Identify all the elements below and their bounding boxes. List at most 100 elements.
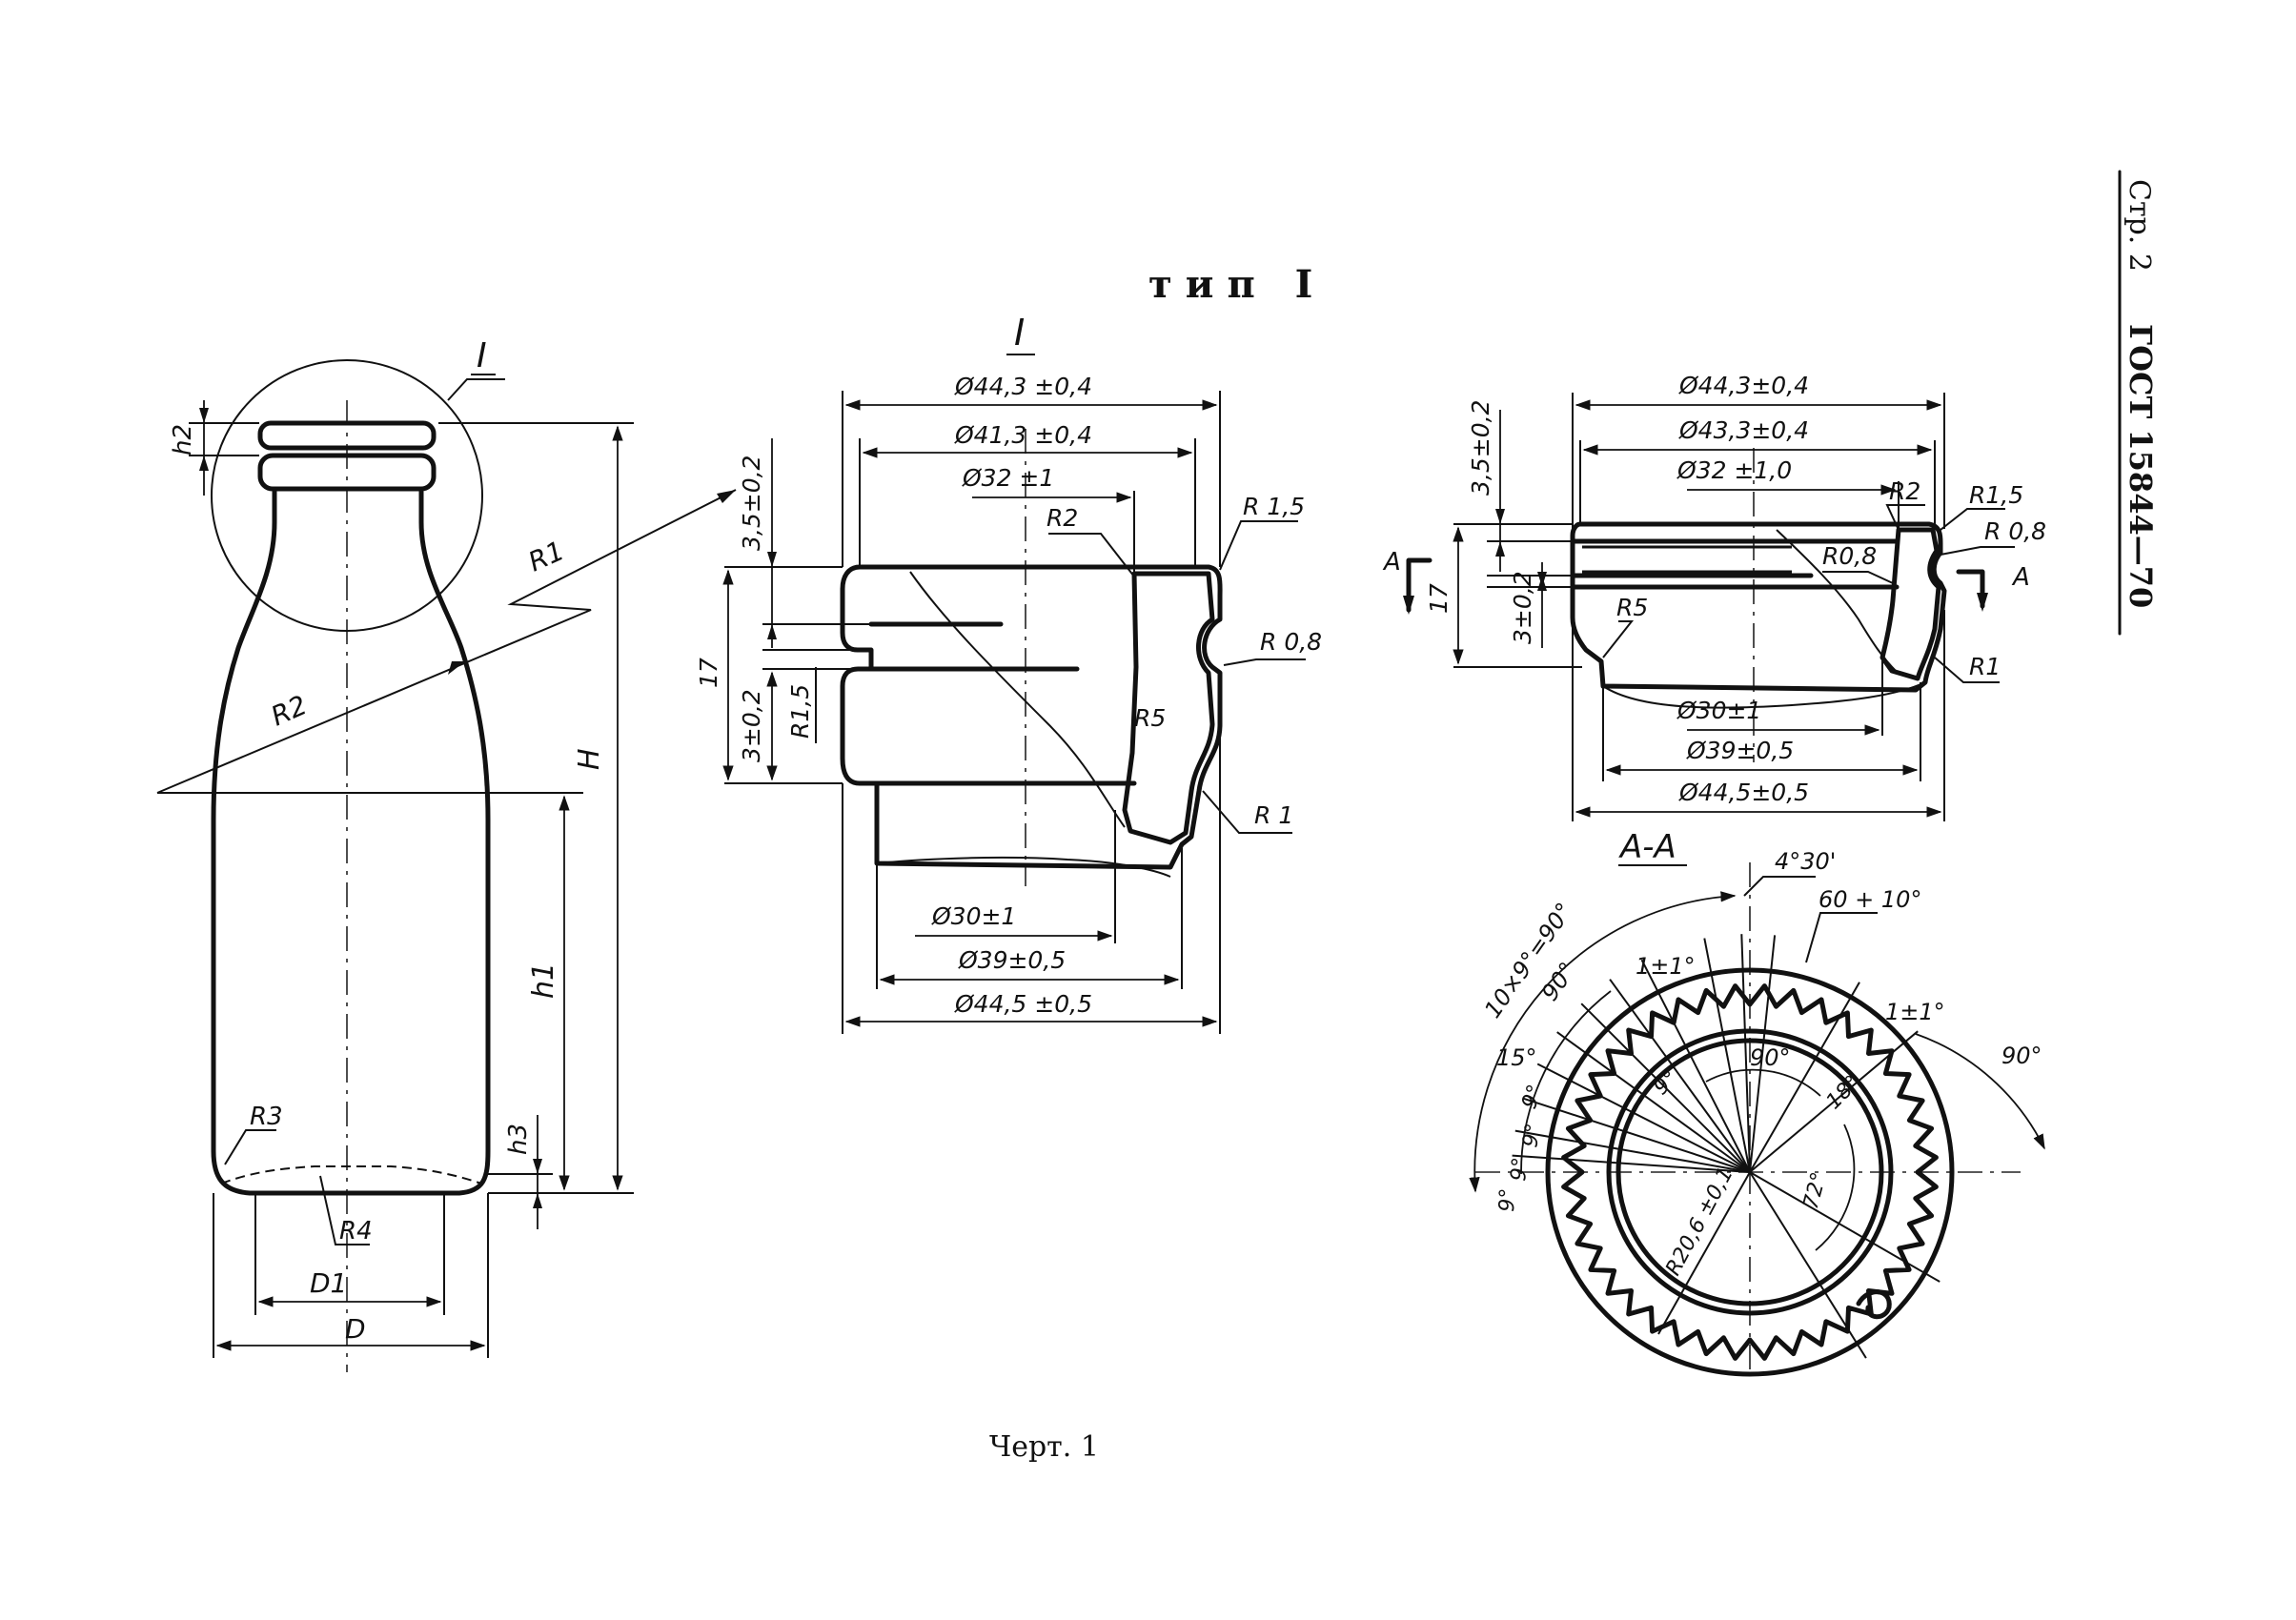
detail-ii-outline bbox=[1570, 521, 1947, 693]
bottle-base-hidden bbox=[220, 1165, 482, 1185]
detail-leader bbox=[447, 378, 505, 401]
h3-arrow-top bbox=[533, 1159, 542, 1174]
dii-r08b: R 0,8 bbox=[1984, 517, 2046, 545]
aa-a-60: 60 + 10° bbox=[1819, 886, 1921, 913]
h2-arrow-top bbox=[199, 408, 209, 423]
dii-r2: R2 bbox=[1889, 477, 1920, 505]
aa-a-1pm1-left: 1±1° bbox=[1636, 953, 1696, 980]
h2-arrow-bottom bbox=[199, 456, 209, 471]
di-d443: Ø44,3 ±0,4 bbox=[954, 373, 1092, 400]
di-d39: Ø39±0,5 bbox=[958, 946, 1066, 974]
dii-d39: Ø39±0,5 bbox=[1686, 737, 1794, 764]
di-h35: 3,5±0,2 bbox=[738, 456, 765, 551]
r1-arrow bbox=[717, 490, 736, 503]
detail-ii-section bbox=[1879, 527, 1941, 681]
aa-leader-60 bbox=[1805, 912, 1878, 963]
di-d413: Ø41,3 ±0,4 bbox=[954, 421, 1092, 449]
dii-h35-arrow-b bbox=[1495, 541, 1505, 557]
aa-radial-line bbox=[1749, 982, 1860, 1173]
page-number: Стр. 2 bbox=[2123, 179, 2156, 272]
dii-r08b-leader bbox=[1940, 546, 2015, 556]
bottle-detail-mark: I bbox=[477, 336, 487, 375]
di-d32: Ø32 ±1 bbox=[962, 464, 1054, 492]
section-arrow-left bbox=[1403, 596, 1414, 615]
aa-arc-90-center bbox=[1705, 1068, 1821, 1097]
aa-radial-line bbox=[1749, 1171, 1867, 1359]
aa-radius-line bbox=[1657, 1171, 1751, 1335]
section-mark-left bbox=[1406, 557, 1432, 613]
dii-h3-arrow-b bbox=[1537, 572, 1547, 587]
aa-a-72: 72° bbox=[1799, 1169, 1832, 1211]
label-D: D bbox=[345, 1313, 366, 1345]
dii-r08a: R0,8 bbox=[1822, 542, 1877, 570]
label-R4: R4 bbox=[339, 1217, 373, 1245]
detail-circle bbox=[211, 359, 483, 632]
label-h3: h3 bbox=[504, 1124, 533, 1155]
aa-a-90-center: 90° bbox=[1750, 1044, 1791, 1071]
dii-d433: Ø43,3±0,4 bbox=[1678, 416, 1809, 444]
dii-r2-leader bbox=[1885, 504, 1925, 531]
finish-ring-bottom bbox=[257, 453, 437, 492]
detail-ii-view: Ø44,3±0,4 Ø43,3±0,4 Ø32 ±1,0 Ø30±1 Ø39±0… bbox=[1382, 372, 2046, 821]
r-leader bbox=[156, 489, 737, 794]
di-h35-arrow-b bbox=[767, 624, 777, 639]
standard-number: ГОСТ 15844—70 bbox=[2123, 324, 2159, 608]
dii-d445: Ø44,5±0,5 bbox=[1678, 779, 1809, 806]
di-d445: Ø44,5 ±0,5 bbox=[954, 990, 1092, 1018]
aa-a-90-right: 90° bbox=[2001, 1043, 2042, 1069]
dii-section-a-right: A bbox=[2011, 563, 2030, 592]
label-R3: R3 bbox=[250, 1103, 283, 1131]
di-r08: R 0,8 bbox=[1260, 628, 1322, 656]
dii-r08a-leader bbox=[1822, 571, 1894, 584]
detail-ii-knurl bbox=[1582, 545, 1792, 574]
aa-arc-72 bbox=[1815, 1124, 1856, 1251]
bottle-view: I H h1 h2 h3 R1 R2 bbox=[156, 336, 737, 1372]
r4-leader bbox=[319, 1175, 370, 1245]
r3-leader bbox=[224, 1129, 276, 1165]
di-h35-arrow-a bbox=[767, 552, 777, 567]
di-h3: 3±0,2 bbox=[738, 689, 765, 762]
di-h17: 17 bbox=[695, 658, 722, 688]
detail-i-bottom-wave bbox=[876, 856, 1171, 878]
aa-a-18: 18° bbox=[1822, 1071, 1865, 1114]
aa-radial-line bbox=[1749, 935, 1777, 1173]
label-D1: D1 bbox=[310, 1267, 347, 1299]
aa-radial-line bbox=[1556, 1031, 1751, 1173]
label-h2: h2 bbox=[169, 424, 197, 456]
label-R1: R1 bbox=[523, 535, 568, 577]
dii-h35: 3,5±0,2 bbox=[1467, 400, 1494, 496]
page-header: Стр. 2 ГОСТ 15844—70 bbox=[2118, 170, 2159, 636]
di-r1: R 1 bbox=[1254, 801, 1293, 829]
dii-r5-leader bbox=[1602, 620, 1635, 658]
section-aa-view: A-A 4°30' 60 + 10° 10×9°=90° 90° 1±1° 1±… bbox=[1469, 828, 2045, 1377]
finish-ring-top bbox=[257, 420, 437, 451]
dii-d32: Ø32 ±1,0 bbox=[1676, 456, 1792, 484]
dii-d443: Ø44,3±0,4 bbox=[1678, 372, 1809, 399]
aa-arc-90-left bbox=[1520, 990, 1612, 1175]
detail-i-mark: I bbox=[1014, 312, 1025, 354]
dii-r15-leader bbox=[1940, 508, 2005, 531]
aa-a-9-b: 9° bbox=[1518, 1122, 1546, 1149]
aa-radial-line bbox=[1749, 1030, 1919, 1173]
di-r2-leader bbox=[1048, 533, 1135, 577]
dii-r1-leader bbox=[1934, 657, 2000, 683]
di-r15-left: R1,5 bbox=[786, 684, 814, 739]
di-r08-leader bbox=[1223, 658, 1306, 666]
aa-a-9-c: 9° bbox=[1507, 1156, 1533, 1182]
di-d30: Ø30±1 bbox=[931, 902, 1016, 930]
aa-a-1pm1-right: 1±1° bbox=[1885, 999, 1945, 1025]
section-mark-right bbox=[1956, 569, 1985, 609]
drawing-caption: Черт. 1 bbox=[989, 1430, 1099, 1464]
dii-r5: R5 bbox=[1616, 594, 1648, 621]
aa-a-15: 15° bbox=[1496, 1044, 1537, 1071]
section-aa-title: A-A bbox=[1618, 828, 1676, 866]
detail-ii-break bbox=[1776, 529, 1898, 673]
aa-radial-line bbox=[1749, 1171, 1940, 1283]
dii-h3: 3±0,2 bbox=[1509, 571, 1536, 644]
detail-i-break-line bbox=[909, 571, 1126, 828]
aa-a-9-d: 9° bbox=[1495, 1187, 1520, 1212]
aa-a-9-a: 9° bbox=[1517, 1082, 1548, 1112]
bottle-outline bbox=[211, 489, 491, 1196]
dii-section-a-left: A bbox=[1382, 548, 1401, 577]
aa-a-90-left: 90° bbox=[1536, 958, 1581, 1006]
